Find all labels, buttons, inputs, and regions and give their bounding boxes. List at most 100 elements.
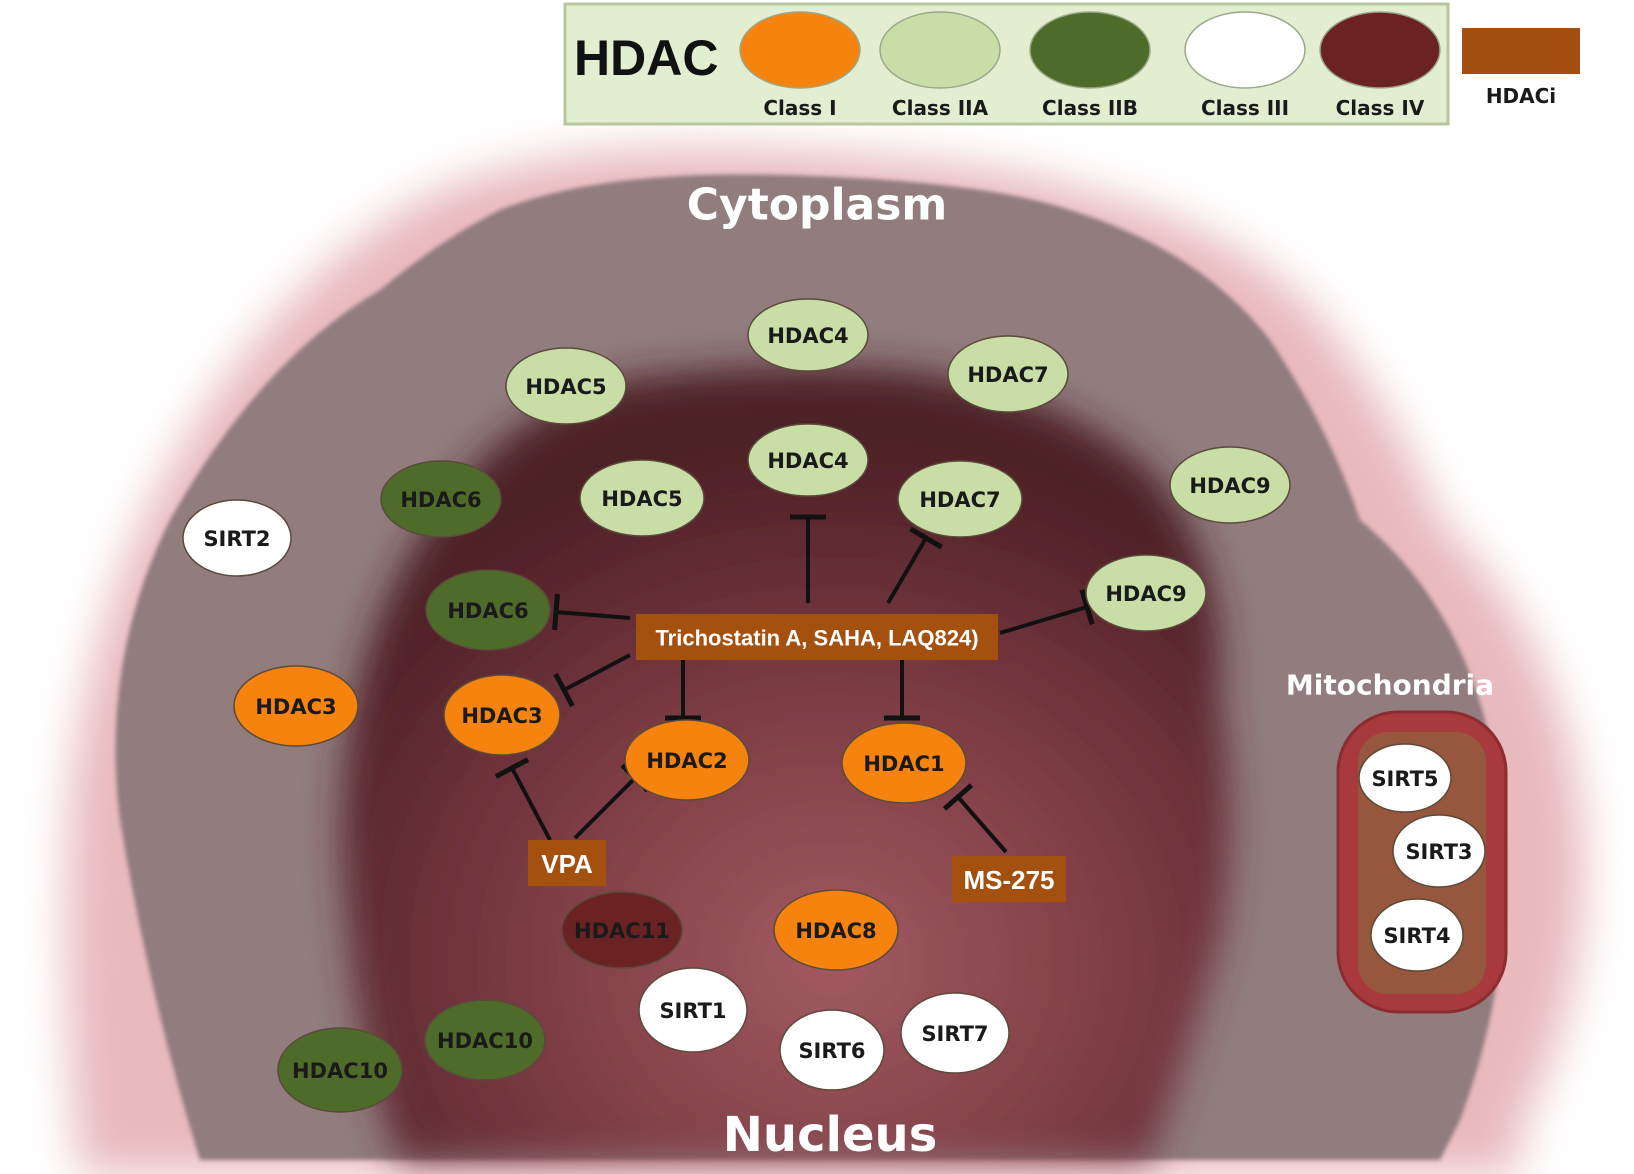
inhibitor-box-vpa[interactable]: VPA [528, 840, 606, 886]
enzyme-node-sirt1[interactable]: SIRT1 [638, 967, 748, 1053]
enzyme-node-shape [747, 423, 869, 497]
inhibition-edge-tsa-hdac1 [884, 660, 920, 721]
legend-title: HDAC [574, 30, 718, 86]
inhibition-bar-cap [552, 593, 560, 631]
inhibition-edge-tsa-hdac4-nuc [790, 514, 826, 603]
enzyme-node-label: HDAC10 [292, 1059, 388, 1083]
inhibition-bar-cap [553, 672, 575, 708]
enzyme-node-hdac5-nuc[interactable]: HDAC5 [579, 459, 705, 537]
hdaci-swatch [1462, 28, 1580, 74]
enzyme-node-shape [779, 1009, 885, 1091]
enzyme-node-hdac9-nuc[interactable]: HDAC9 [1085, 554, 1207, 632]
enzyme-node-hdac8[interactable]: HDAC8 [773, 889, 899, 971]
inhibition-line [563, 653, 631, 692]
cytoplasm-label: Cytoplasm [687, 180, 948, 231]
enzyme-node-hdac2[interactable]: HDAC2 [624, 719, 750, 801]
cell [66, 148, 1584, 1174]
enzyme-node-shape [1392, 814, 1486, 888]
enzyme-node-hdac1[interactable]: HDAC1 [841, 722, 967, 804]
enzyme-node-shape [897, 460, 1023, 538]
hdaci-legend-label: HDACi [1486, 84, 1556, 108]
inhibition-edge-ms275-hdac1 [942, 783, 1008, 854]
inhibitor-box-ms275[interactable]: MS-275 [952, 856, 1066, 902]
enzyme-node-shape [277, 1027, 403, 1113]
inhibition-line [886, 536, 928, 605]
enzyme-node-hdac11[interactable]: HDAC11 [561, 891, 683, 969]
enzyme-node-shape [841, 722, 967, 804]
enzyme-node-label: HDAC9 [1189, 474, 1270, 498]
enzyme-node-shape [505, 347, 627, 425]
enzyme-node-hdac4-cyto[interactable]: HDAC4 [747, 298, 869, 372]
legend-item-class-i: Class I [739, 11, 861, 120]
enzyme-node-label: HDAC4 [767, 324, 848, 348]
enzyme-node-sirt4[interactable]: SIRT4 [1370, 898, 1464, 972]
enzyme-node-label: SIRT2 [203, 527, 270, 551]
enzyme-node-label: HDAC3 [461, 704, 542, 728]
enzyme-node-sirt3[interactable]: SIRT3 [1392, 814, 1486, 888]
enzyme-node-hdac7-nuc[interactable]: HDAC7 [897, 460, 1023, 538]
enzyme-node-label: SIRT7 [921, 1022, 988, 1046]
enzyme-node-label: HDAC7 [919, 488, 1000, 512]
enzyme-node-label: HDAC7 [967, 363, 1048, 387]
enzyme-node-hdac3-cyto[interactable]: HDAC3 [233, 665, 359, 747]
enzyme-node-shape [624, 719, 750, 801]
inhibition-line [956, 795, 1008, 854]
legend-swatch [1029, 11, 1151, 89]
enzyme-node-hdac3-nuc[interactable]: HDAC3 [443, 674, 561, 756]
inhibition-edge-vpa-hdac3-nuc [494, 757, 552, 841]
enzyme-node-label: SIRT3 [1405, 840, 1472, 864]
enzyme-node-hdac6-cyto[interactable]: HDAC6 [380, 460, 502, 538]
enzyme-node-hdac10-nuc[interactable]: HDAC10 [424, 999, 546, 1081]
enzyme-node-label: HDAC10 [437, 1029, 533, 1053]
legend-class-label: Class IIB [1042, 96, 1138, 120]
enzyme-node-hdac9-cyto[interactable]: HDAC9 [1169, 446, 1291, 524]
enzyme-node-hdac7-cyto[interactable]: HDAC7 [947, 335, 1069, 413]
inhibition-bar-cap [1079, 589, 1095, 625]
inhibitor-box-tsa[interactable]: Trichostatin A, SAHA, LAQ824) [636, 614, 998, 660]
nucleus-region [342, 366, 1230, 1161]
enzyme-node-shape [1169, 446, 1291, 524]
inhibitor-boxes: Trichostatin A, SAHA, LAQ824) VPA MS-275 [528, 614, 1066, 902]
enzyme-node-hdac4-nuc[interactable]: HDAC4 [747, 423, 869, 497]
enzyme-node-hdac6-nuc[interactable]: HDAC6 [425, 569, 551, 651]
enzyme-node-label: HDAC5 [525, 375, 606, 399]
enzyme-node-label: HDAC1 [863, 752, 944, 776]
inhibitor-label: MS-275 [963, 865, 1054, 895]
enzyme-node-label: HDAC3 [255, 695, 336, 719]
inhibition-edge-tsa-hdac2 [665, 660, 701, 721]
enzyme-node-label: SIRT5 [1371, 767, 1438, 791]
legend-item-class-iib: Class IIB [1029, 11, 1151, 120]
enzyme-node-shape [1085, 554, 1207, 632]
enzyme-node-shape [638, 967, 748, 1053]
legend-swatch [1184, 11, 1306, 89]
enzyme-node-shape [1358, 743, 1452, 813]
enzyme-node-sirt7[interactable]: SIRT7 [900, 992, 1010, 1074]
inhibitor-box-shape [636, 614, 998, 660]
enzyme-node-hdac5-cyto[interactable]: HDAC5 [505, 347, 627, 425]
mitochondria-label: Mitochondria [1286, 669, 1494, 702]
enzyme-node-label: HDAC6 [400, 488, 481, 512]
inhibitor-box-shape [952, 856, 1066, 902]
enzyme-node-sirt6[interactable]: SIRT6 [779, 1009, 885, 1091]
inhibition-bar-cap [942, 783, 974, 811]
inhibition-edge-tsa-hdac9-nuc [999, 589, 1095, 635]
legend-item-class-iia: Class IIA [879, 11, 1001, 120]
enzyme-node-sirt2[interactable]: SIRT2 [182, 499, 292, 577]
enzyme-node-shape [947, 335, 1069, 413]
inhibition-edge-tsa-hdac7-nuc [886, 526, 943, 605]
enzyme-node-shape [443, 674, 561, 756]
legend-swatch [879, 11, 1001, 89]
enzyme-node-shape [747, 298, 869, 372]
inhibition-line [555, 610, 631, 620]
enzyme-node-shape [579, 459, 705, 537]
enzyme-node-shape [1370, 898, 1464, 972]
enzyme-node-sirt5[interactable]: SIRT5 [1358, 743, 1452, 813]
enzyme-node-shape [425, 569, 551, 651]
enzyme-node-label: HDAC11 [574, 919, 670, 943]
enzyme-node-shape [773, 889, 899, 971]
enzyme-node-hdac10-cyto[interactable]: HDAC10 [277, 1027, 403, 1113]
enzyme-node-shape [182, 499, 292, 577]
